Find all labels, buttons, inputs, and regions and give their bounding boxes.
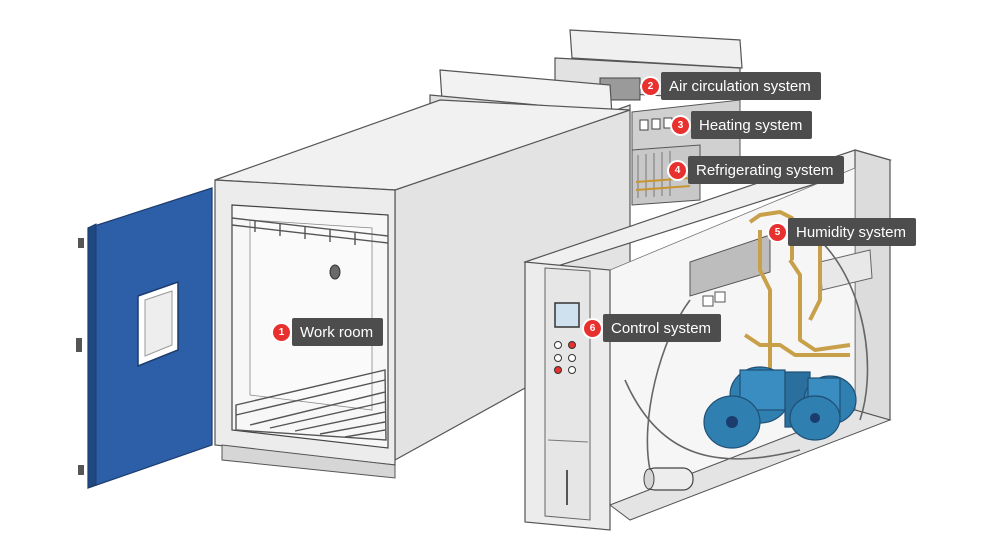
label-text: Refrigerating system — [688, 156, 844, 184]
refrigerating-internals — [631, 144, 701, 206]
marker-5: 5 — [769, 223, 786, 241]
marker-3: 3 — [672, 116, 689, 134]
label-humidity-system: 5 Humidity system — [769, 218, 917, 246]
compressors — [703, 366, 857, 449]
label-text: Heating system — [691, 111, 813, 139]
label-text: Humidity system — [788, 218, 917, 246]
label-text: Air circulation system — [661, 72, 821, 100]
chamber-door — [76, 187, 213, 489]
water-tank — [643, 467, 694, 491]
label-control-system: 6 Control system — [584, 314, 722, 342]
main-chamber — [214, 99, 631, 479]
marker-6: 6 — [584, 319, 601, 337]
label-refrigerating-system: 4 Refrigerating system — [669, 156, 844, 184]
marker-2: 2 — [642, 77, 659, 95]
label-text: Control system — [603, 314, 722, 342]
label-air-circulation-system: 2 Air circulation system — [642, 72, 821, 100]
label-heating-system: 3 Heating system — [672, 111, 813, 139]
marker-1: 1 — [273, 323, 290, 341]
label-text: Work room — [292, 318, 384, 346]
marker-4: 4 — [669, 161, 686, 179]
label-work-room: 1 Work room — [273, 318, 384, 346]
